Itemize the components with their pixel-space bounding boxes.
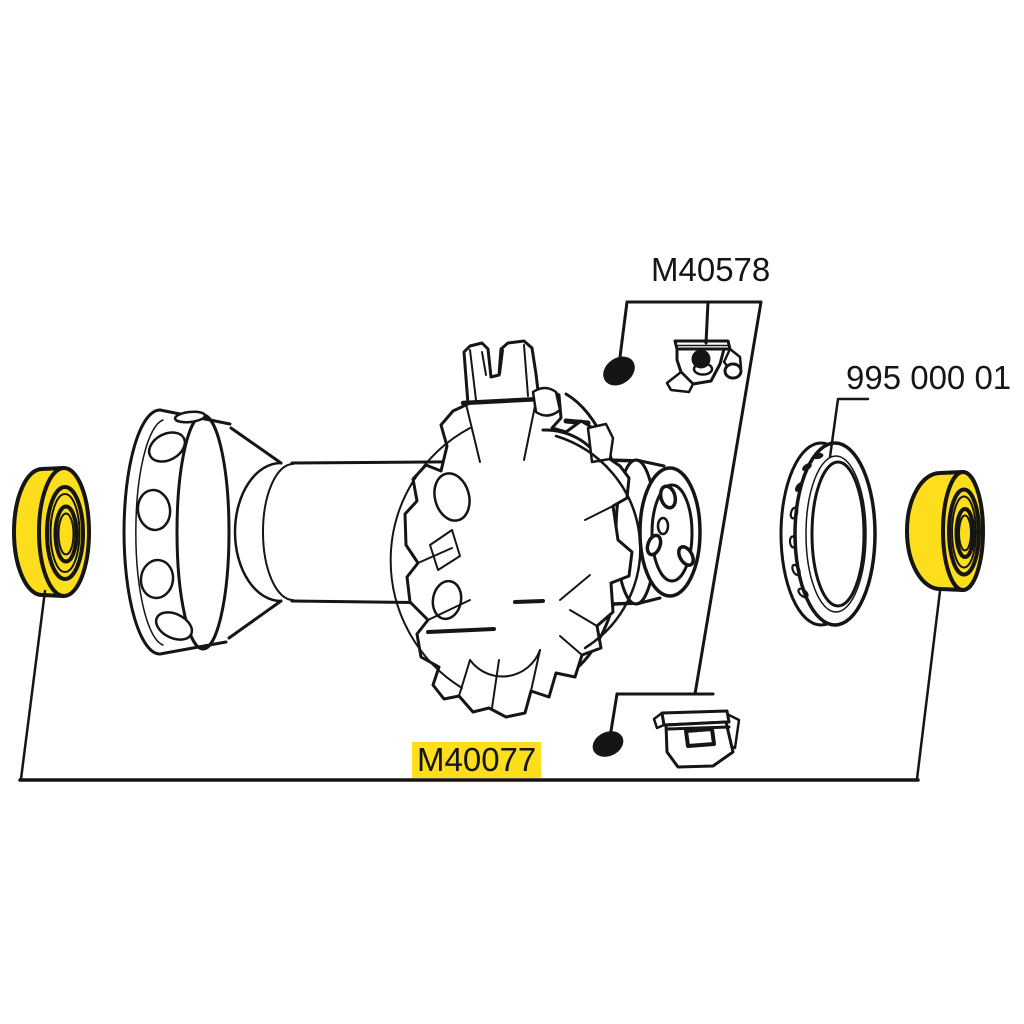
- seal-ring-holes: [788, 452, 824, 599]
- right-bearing: [905, 470, 985, 592]
- pawl-spring-top: [603, 356, 635, 386]
- label-bearings: M40077: [412, 742, 542, 778]
- leader-left-bearing: [19, 589, 47, 781]
- callout-lines: [18, 300, 942, 782]
- rotor-spider: [389, 339, 642, 719]
- label-pawl-kit: M40578: [651, 251, 771, 288]
- spoke-holes: [136, 410, 207, 641]
- leader-right-bearing: [915, 589, 942, 781]
- label-seal-ring: 995 000 01: [846, 359, 1012, 396]
- pawl-spring-bottom: [592, 731, 624, 757]
- pawl-top: [603, 339, 743, 394]
- pawl-bottom: [592, 709, 741, 769]
- leader-seal-ring: [828, 397, 870, 459]
- left-bearing: [12, 466, 91, 598]
- seal-ring: [779, 441, 877, 627]
- hub-drum-flange: [122, 408, 232, 656]
